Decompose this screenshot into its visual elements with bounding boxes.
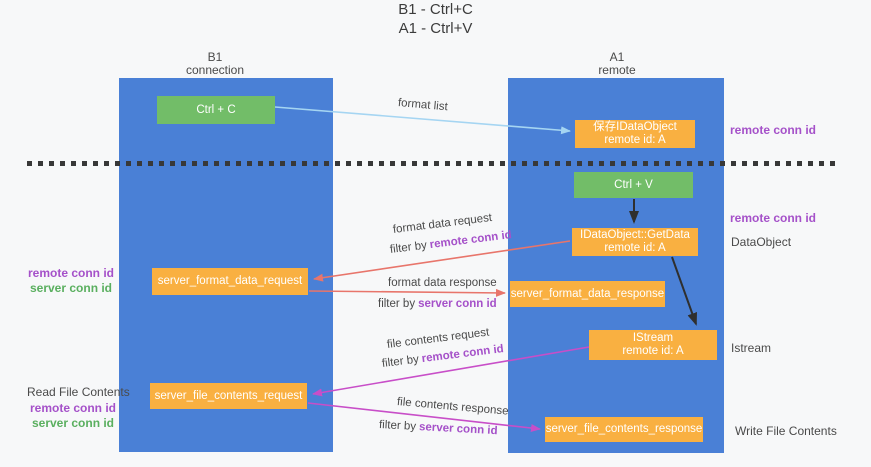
node-ctrl-c: Ctrl + C [157, 96, 275, 124]
label-file-contents-response: file contents response [396, 396, 509, 418]
node-getdata-line1: IDataObject::GetData [580, 229, 690, 241]
server-conn-id-left-2: server conn id [31, 416, 115, 430]
conn-id-group-format: remote conn id server conn id [28, 266, 114, 296]
phase-divider-dashed-line [27, 161, 839, 166]
filter-by-text: filter by [378, 298, 416, 310]
filter-by-text: filter by [378, 419, 417, 433]
node-format-request-label: server_format_data_request [157, 275, 303, 287]
column-header-b1: B1 connection [145, 51, 285, 77]
server-conn-id-text: server conn id [418, 298, 497, 310]
filter-by-text: filter by [381, 353, 420, 370]
server-conn-id-left-1: server conn id [29, 281, 113, 295]
column-b1-name: B1 [207, 50, 223, 64]
remote-conn-id-text: remote conn id [429, 229, 513, 252]
column-header-a1: A1 remote [547, 51, 687, 77]
server-conn-id-text: server conn id [418, 421, 498, 438]
node-ctrl-v: Ctrl + V [574, 172, 693, 198]
node-getdata-line2: remote id: A [604, 242, 666, 254]
filter-by-text: filter by [389, 239, 428, 256]
column-a1-name: A1 [609, 50, 625, 64]
node-save-idataobject: 保存IDataObject remote id: A [575, 120, 695, 148]
label-write-file-contents: Write File Contents [735, 424, 837, 438]
node-save-idataobject-line2: remote id: A [604, 134, 666, 146]
conn-id-group-file: remote conn id server conn id [30, 401, 116, 431]
node-server-format-data-request: server_format_data_request [152, 268, 308, 295]
title-line-2: A1 - Ctrl+V [398, 20, 473, 37]
node-ctrl-c-label: Ctrl + C [196, 103, 236, 116]
label-istream: Istream [731, 341, 772, 355]
remote-conn-id-left-2: remote conn id [30, 401, 117, 415]
node-server-file-contents-response: server_file_contents_response [545, 417, 703, 442]
node-server-format-data-response: server_format_data_response [510, 281, 665, 307]
node-format-response-label: server_format_data_response [510, 287, 665, 300]
remote-conn-id-left-1: remote conn id [28, 266, 115, 280]
column-b1-role: connection [185, 63, 245, 77]
node-server-file-contents-request: server_file_contents_request [150, 383, 307, 409]
label-format-data-response: format data response [388, 277, 497, 289]
label-dataobject: DataObject [731, 235, 792, 249]
node-istream-line1: IStream [632, 332, 674, 344]
remote-conn-id-text: remote conn id [421, 343, 505, 366]
arrow-format-data-response [308, 288, 506, 297]
node-istream: IStream remote id: A [589, 330, 717, 360]
node-istream-line2: remote id: A [622, 345, 684, 357]
node-ctrl-v-label: Ctrl + V [614, 178, 653, 191]
label-remote-conn-id-right-1: remote conn id [730, 123, 817, 137]
node-file-request-label: server_file_contents_request [154, 389, 303, 402]
title-line-1: B1 - Ctrl+C [398, 1, 473, 18]
diagram-title: B1 - Ctrl+C A1 - Ctrl+V [0, 0, 871, 38]
label-read-file-contents: Read File Contents [27, 385, 130, 399]
label-format-list: format list [397, 97, 449, 114]
column-a1-role: remote [598, 63, 636, 77]
node-save-idataobject-line1: 保存IDataObject [593, 121, 677, 133]
label-remote-conn-id-right-2: remote conn id [730, 211, 817, 225]
node-idataobject-getdata: IDataObject::GetData remote id: A [572, 228, 698, 256]
node-file-response-label: server_file_contents_response [545, 423, 703, 435]
